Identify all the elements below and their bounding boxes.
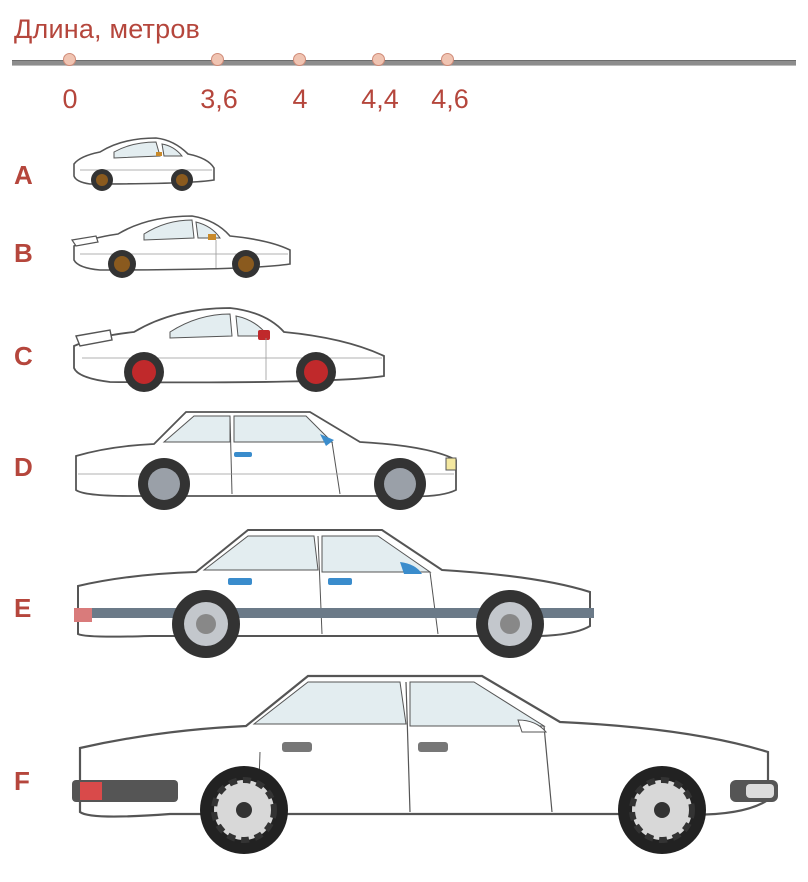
car-b-illustration (70, 215, 291, 278)
scale-title: Длина, метров (14, 14, 201, 44)
tick-label-3-6: 3,6 (200, 84, 238, 114)
scale-line (12, 60, 796, 66)
car-label-b: B (14, 238, 33, 268)
car-c-illustration (73, 307, 385, 392)
car-label-a: A (14, 160, 33, 190)
car-d-illustration (75, 411, 457, 510)
tick-label-4: 4 (292, 84, 308, 114)
tick-label-4-4: 4,4 (361, 84, 399, 114)
tick-dot-4 (293, 53, 306, 66)
tick-dot-4-6 (441, 53, 454, 66)
tick-dot-0 (63, 53, 76, 66)
tick-label-4-6: 4,6 (431, 84, 469, 114)
car-label-f: F (14, 766, 30, 796)
tick-dot-3-6 (211, 53, 224, 66)
tick-label-0: 0 (62, 84, 78, 114)
car-label-e: E (14, 593, 32, 623)
car-e-illustration (74, 529, 594, 658)
car-label-d: D (14, 452, 33, 482)
car-a-illustration (73, 137, 215, 191)
tick-dot-4-4 (372, 53, 385, 66)
car-f-illustration (72, 674, 778, 854)
car-label-c: C (14, 341, 33, 371)
